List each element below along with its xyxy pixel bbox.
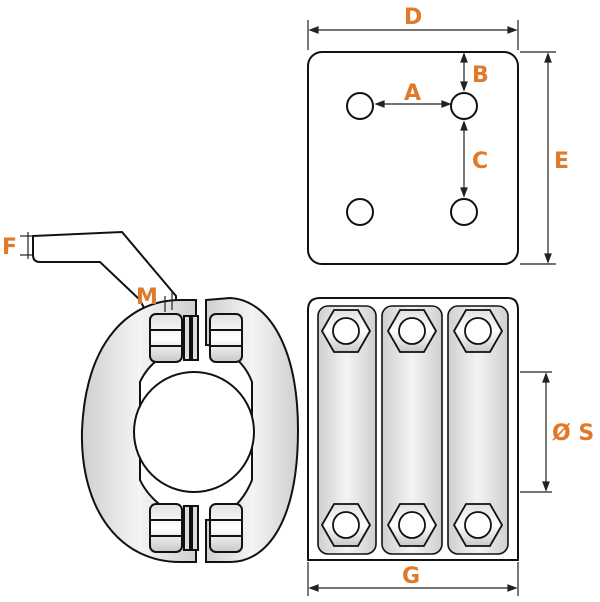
dimension-S bbox=[520, 371, 552, 493]
dimension-E bbox=[520, 51, 556, 265]
hex-nut-bottom-3 bbox=[452, 503, 504, 547]
mount-hole-br bbox=[450, 198, 478, 226]
mount-hole-tl bbox=[346, 92, 374, 120]
mount-hole-bl bbox=[346, 198, 374, 226]
label-S: Ø S bbox=[552, 421, 594, 446]
label-B: B bbox=[472, 63, 489, 88]
dimension-M bbox=[164, 290, 173, 312]
clamp-strip-3 bbox=[447, 305, 509, 555]
label-E: E bbox=[554, 149, 569, 174]
top-bolt bbox=[149, 313, 243, 363]
label-G: G bbox=[402, 564, 420, 589]
dimension-G bbox=[307, 562, 519, 596]
hex-nut-top-3 bbox=[452, 309, 504, 353]
dimension-D bbox=[307, 20, 519, 50]
dimension-C bbox=[460, 120, 468, 198]
pipe-bore bbox=[133, 371, 255, 493]
mount-hole-tr bbox=[450, 92, 478, 120]
hex-nut-top-1 bbox=[320, 309, 372, 353]
hex-nut-bottom-1 bbox=[320, 503, 372, 547]
label-C: C bbox=[472, 149, 488, 174]
side-view bbox=[32, 230, 300, 563]
dimension-A bbox=[374, 100, 452, 108]
hex-nut-top-2 bbox=[386, 309, 438, 353]
clamp-strip-2 bbox=[381, 305, 443, 555]
bottom-bolt bbox=[149, 503, 243, 553]
hex-nuts bbox=[320, 309, 504, 547]
dimension-F bbox=[20, 232, 33, 259]
label-A: A bbox=[404, 81, 421, 106]
dimension-lines bbox=[307, 20, 556, 596]
label-M: M bbox=[136, 285, 158, 310]
label-D: D bbox=[404, 5, 422, 30]
label-F: F bbox=[2, 235, 17, 260]
hex-nut-bottom-2 bbox=[386, 503, 438, 547]
dimension-B bbox=[460, 52, 468, 92]
clamp-strip-1 bbox=[317, 305, 377, 555]
